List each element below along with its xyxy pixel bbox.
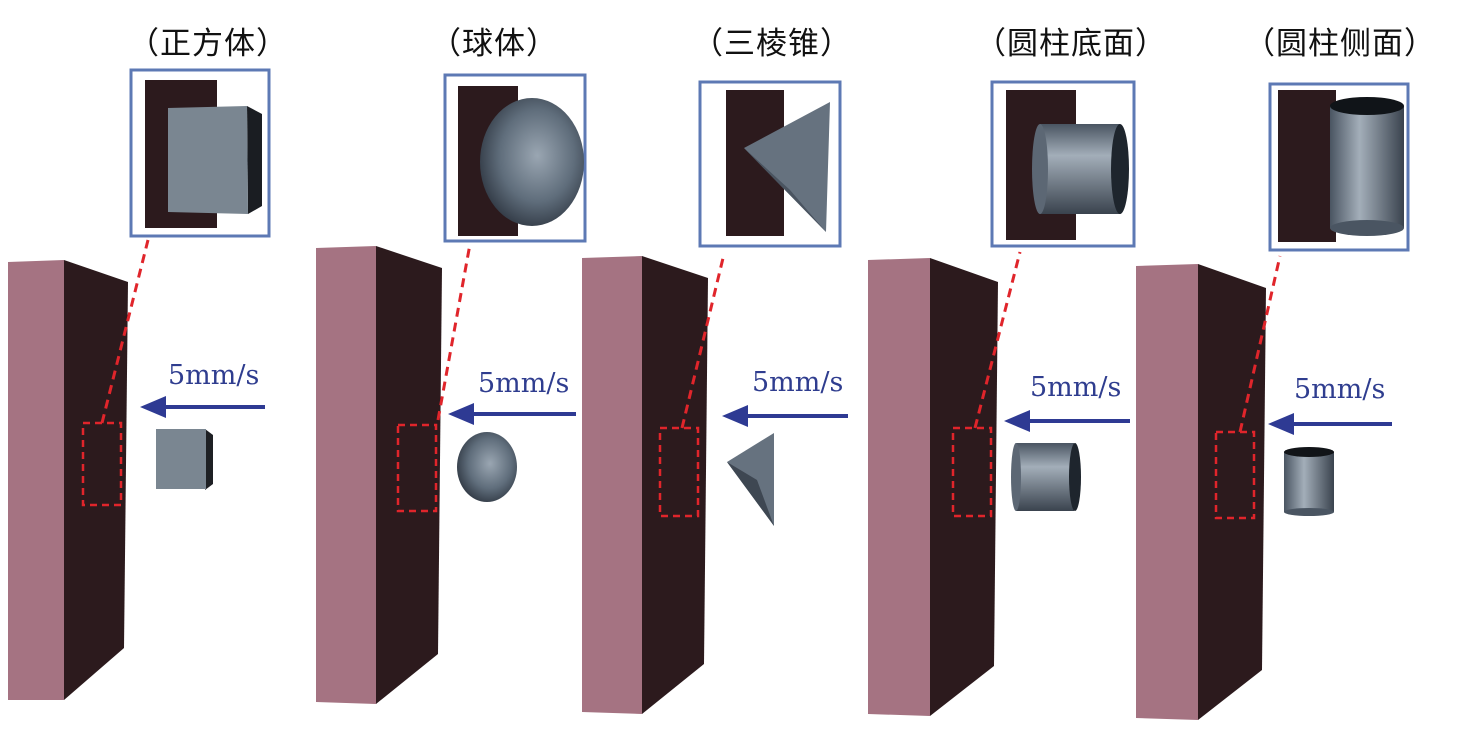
inset-wall: [1278, 90, 1336, 242]
contact-region-dashed-box: [1214, 430, 1256, 520]
wall-front-face: [316, 246, 376, 704]
panel-sphere: （球体） 5mm/s: [0, 0, 600, 730]
inset-cube-front: [168, 106, 248, 214]
motion-arrow-head: [140, 396, 166, 418]
cylinder-object-body: [1284, 452, 1334, 512]
inset-cylinder-end: [1111, 124, 1129, 214]
inset-leader-dashed-line: [973, 251, 1022, 429]
wall-front-face: [1136, 264, 1198, 720]
wall-front-face: [868, 258, 930, 716]
motion-arrow-head: [448, 403, 474, 425]
wall-side-face: [64, 260, 128, 700]
inset-leader-dashed-line: [1238, 255, 1282, 433]
speed-label: 5mm/s: [168, 360, 260, 391]
inset-cylinder-body: [1040, 124, 1120, 214]
inset-leader-dashed-line: [100, 239, 150, 424]
pyramid-scene: [582, 80, 848, 714]
inset-cylinder-left-cap: [1032, 124, 1048, 214]
cylinder-object-body: [1016, 443, 1074, 511]
panel-pyramid: （三棱锥） 5mm/s: [582, 26, 852, 714]
cylinder-base-scene: [868, 80, 1136, 716]
motion-arrow-head: [722, 405, 748, 427]
wall-side-face: [930, 258, 998, 716]
inset-cube-side: [247, 106, 262, 214]
cube-object-side: [205, 429, 213, 490]
contact-region-dashed-box: [396, 423, 438, 513]
inset-sphere: [480, 98, 584, 226]
wall-front-face: [582, 256, 642, 714]
pyramid-object-shade: [727, 462, 774, 526]
cylinder-object-end: [1069, 443, 1081, 511]
inset-cylinder-top: [1330, 97, 1404, 115]
speed-label: 5mm/s: [478, 368, 570, 399]
wall-side-face: [642, 256, 708, 714]
panel-title: （圆柱底面）: [975, 26, 1167, 62]
speed-label: 5mm/s: [752, 367, 844, 398]
panel-title: （正方体）: [128, 26, 288, 62]
speed-label: 5mm/s: [1030, 372, 1122, 403]
panel-title: （圆柱侧面）: [1244, 26, 1436, 62]
inset-cylinder-bottom: [1330, 220, 1404, 236]
panel-title: （球体）: [430, 26, 558, 62]
panel-cube: （正方体） 5mm/s: [0, 0, 290, 730]
cylinder-object-top: [1284, 447, 1334, 457]
sphere-object: [457, 432, 517, 502]
inset-pyramid: [744, 102, 830, 232]
panel-cylinder-base: （圆柱底面） 5mm/s: [868, 26, 1166, 716]
cylinder-object-left-cap: [1011, 443, 1021, 511]
panel-title: （三棱锥）: [692, 26, 852, 62]
contact-region-dashed-box: [658, 426, 700, 518]
wall-side-face: [376, 246, 442, 704]
sphere-scene: [316, 73, 587, 704]
motion-arrow-head: [1268, 413, 1294, 435]
cube-scene: [8, 68, 271, 700]
speed-label: 5mm/s: [1294, 374, 1386, 405]
wall-side-face: [1198, 264, 1266, 720]
contact-region-dashed-box: [951, 426, 993, 518]
inset-pyramid-shade: [744, 148, 826, 232]
motion-arrow-head: [1004, 410, 1030, 432]
wall-front-face: [8, 260, 64, 700]
inset-cylinder-body: [1330, 106, 1404, 228]
cube-object: [156, 429, 206, 489]
cylinder-object-bottom: [1284, 508, 1334, 516]
